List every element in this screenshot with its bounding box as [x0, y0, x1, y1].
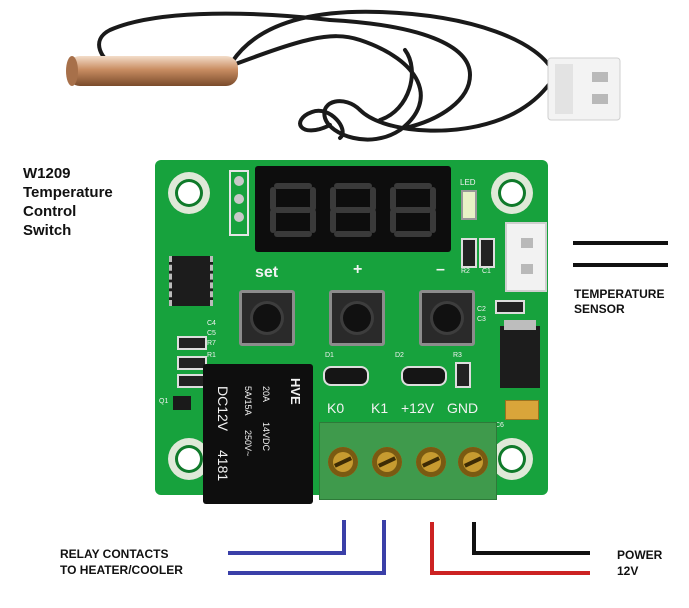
terminal-screw-k0[interactable] [328, 447, 358, 477]
transistor-q1 [173, 396, 191, 410]
capacitor-c2 [495, 300, 525, 314]
label-c2: C2 [477, 306, 486, 313]
status-led [461, 190, 477, 220]
relay-coil-voltage: DC12V [215, 386, 231, 432]
display-digit-2 [330, 183, 376, 237]
resistor-r1 [177, 356, 207, 370]
diode-d1 [323, 366, 369, 386]
power-voltage-label: 12V [617, 564, 639, 578]
terminal-label-k1: K1 [371, 400, 389, 416]
title-line-2: Temperature [23, 184, 113, 201]
plus-button-label: + [353, 261, 363, 278]
capacitor-c4 [177, 336, 207, 350]
set-button[interactable] [239, 290, 295, 346]
terminal-label-12v: +12V [401, 400, 435, 416]
resistor-r2 [461, 238, 477, 268]
terminal-label-k0: K0 [327, 400, 345, 416]
display-digit-3 [390, 183, 436, 237]
resistor-r3 [455, 362, 471, 388]
label-r2: R2 [461, 268, 470, 275]
plus-button[interactable] [329, 290, 385, 346]
terminal-screw-gnd[interactable] [458, 447, 488, 477]
sensor-connector [505, 222, 547, 292]
led-label: LED [460, 178, 476, 187]
capacitor-c1 [479, 238, 495, 268]
capacitor-c6 [505, 400, 539, 420]
mounting-hole-top-left [168, 172, 210, 214]
relay-ac-rating: 250V~ [243, 430, 253, 457]
terminal-screw-12v[interactable] [416, 447, 446, 477]
probe-tube [68, 56, 238, 86]
label-q1: Q1 [159, 398, 169, 405]
pin-header [229, 170, 249, 236]
temperature-sensor-label: TEMPERATURE [574, 287, 665, 301]
relay-dc-rating: 14VDC [261, 422, 271, 452]
relay: HVE 20A 14VDC 5A/15A 250V~ DC12V 4181 [203, 364, 313, 504]
display-digit-1 [270, 183, 316, 237]
label-d1: D1 [325, 352, 334, 359]
label-c1: C1 [482, 268, 491, 275]
relay-contacts-label: RELAY CONTACTS [60, 547, 169, 561]
label-r7: R7 [207, 340, 216, 347]
minus-button[interactable] [419, 290, 475, 346]
terminal-label-gnd: GND [447, 400, 479, 416]
temperature-sensor-label-2: SENSOR [574, 302, 625, 316]
seven-segment-display [255, 166, 451, 252]
label-c4: C4 [207, 320, 216, 327]
relay-brand: HVE [288, 378, 303, 405]
label-r3: R3 [453, 352, 462, 359]
relay-contact-rating: 5A/15A [243, 386, 253, 416]
pcb-board: LED set + – R2 C1 C4 C5 R7 R1 Q1 D1 D2 R… [155, 160, 548, 504]
voltage-regulator [500, 320, 540, 388]
title-line-4: Switch [23, 222, 72, 239]
relay-current: 20A [261, 386, 271, 403]
title-line-1: W1209 [23, 165, 71, 182]
relay-model: 4181 [215, 450, 231, 482]
title-line-3: Control [23, 203, 77, 220]
diode-d2 [401, 366, 447, 386]
microcontroller-chip [169, 256, 213, 306]
power-label: POWER [617, 548, 663, 562]
mounting-hole-top-right [491, 172, 533, 214]
relay-contacts-label-2: TO HEATER/COOLER [60, 563, 183, 577]
label-c6: C6 [495, 422, 504, 429]
screw-terminal-block [319, 422, 497, 500]
terminal-screw-k1[interactable] [372, 447, 402, 477]
minus-button-label: – [436, 261, 445, 278]
label-c3: C3 [477, 316, 486, 323]
set-button-label: set [255, 264, 279, 281]
mounting-hole-bottom-right [491, 438, 533, 480]
label-r1: R1 [207, 352, 216, 359]
label-d2: D2 [395, 352, 404, 359]
label-c5: C5 [207, 330, 216, 337]
